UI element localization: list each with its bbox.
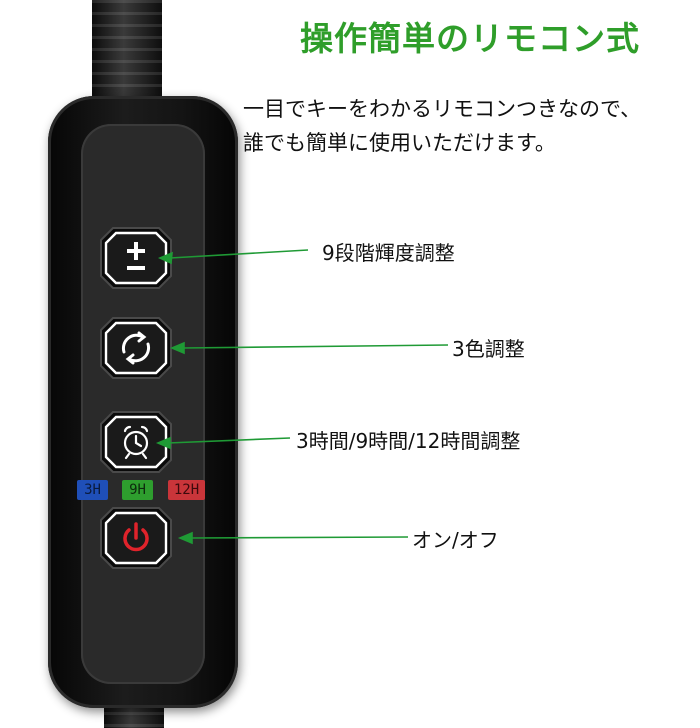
remote-panel bbox=[81, 124, 205, 684]
description-line-2: 誰でも簡単に使用いただけます。 bbox=[243, 131, 556, 155]
timer-button[interactable] bbox=[99, 410, 173, 474]
color-button[interactable] bbox=[99, 316, 173, 380]
callout-color: 3色調整 bbox=[452, 337, 525, 361]
timer-tag-12h: 12H bbox=[168, 480, 205, 500]
power-button[interactable] bbox=[99, 506, 173, 570]
callout-brightness: 9段階輝度調整 bbox=[322, 241, 455, 265]
cycle-arrows-icon bbox=[121, 331, 151, 365]
description: 一目でキーをわかるリモコンつきなので、 誰でも簡単に使用いただけます。 bbox=[243, 92, 693, 160]
page-title: 操作簡単のリモコン式 bbox=[300, 19, 640, 58]
remote-control: 3H 9H 12H bbox=[48, 96, 238, 708]
description-line-1: 一目でキーをわかるリモコンつきなので、 bbox=[243, 97, 642, 121]
timer-tag-3h: 3H bbox=[77, 480, 108, 500]
power-icon bbox=[123, 522, 149, 552]
callout-timer: 3時間/9時間/12時間調整 bbox=[296, 429, 521, 453]
brightness-button[interactable] bbox=[99, 226, 173, 290]
plus-minus-icon bbox=[127, 242, 145, 270]
timer-tag-9h: 9H bbox=[122, 480, 153, 500]
callout-power: オン/オフ bbox=[412, 528, 499, 552]
cable-top bbox=[92, 0, 162, 108]
alarm-clock-icon bbox=[123, 425, 149, 460]
